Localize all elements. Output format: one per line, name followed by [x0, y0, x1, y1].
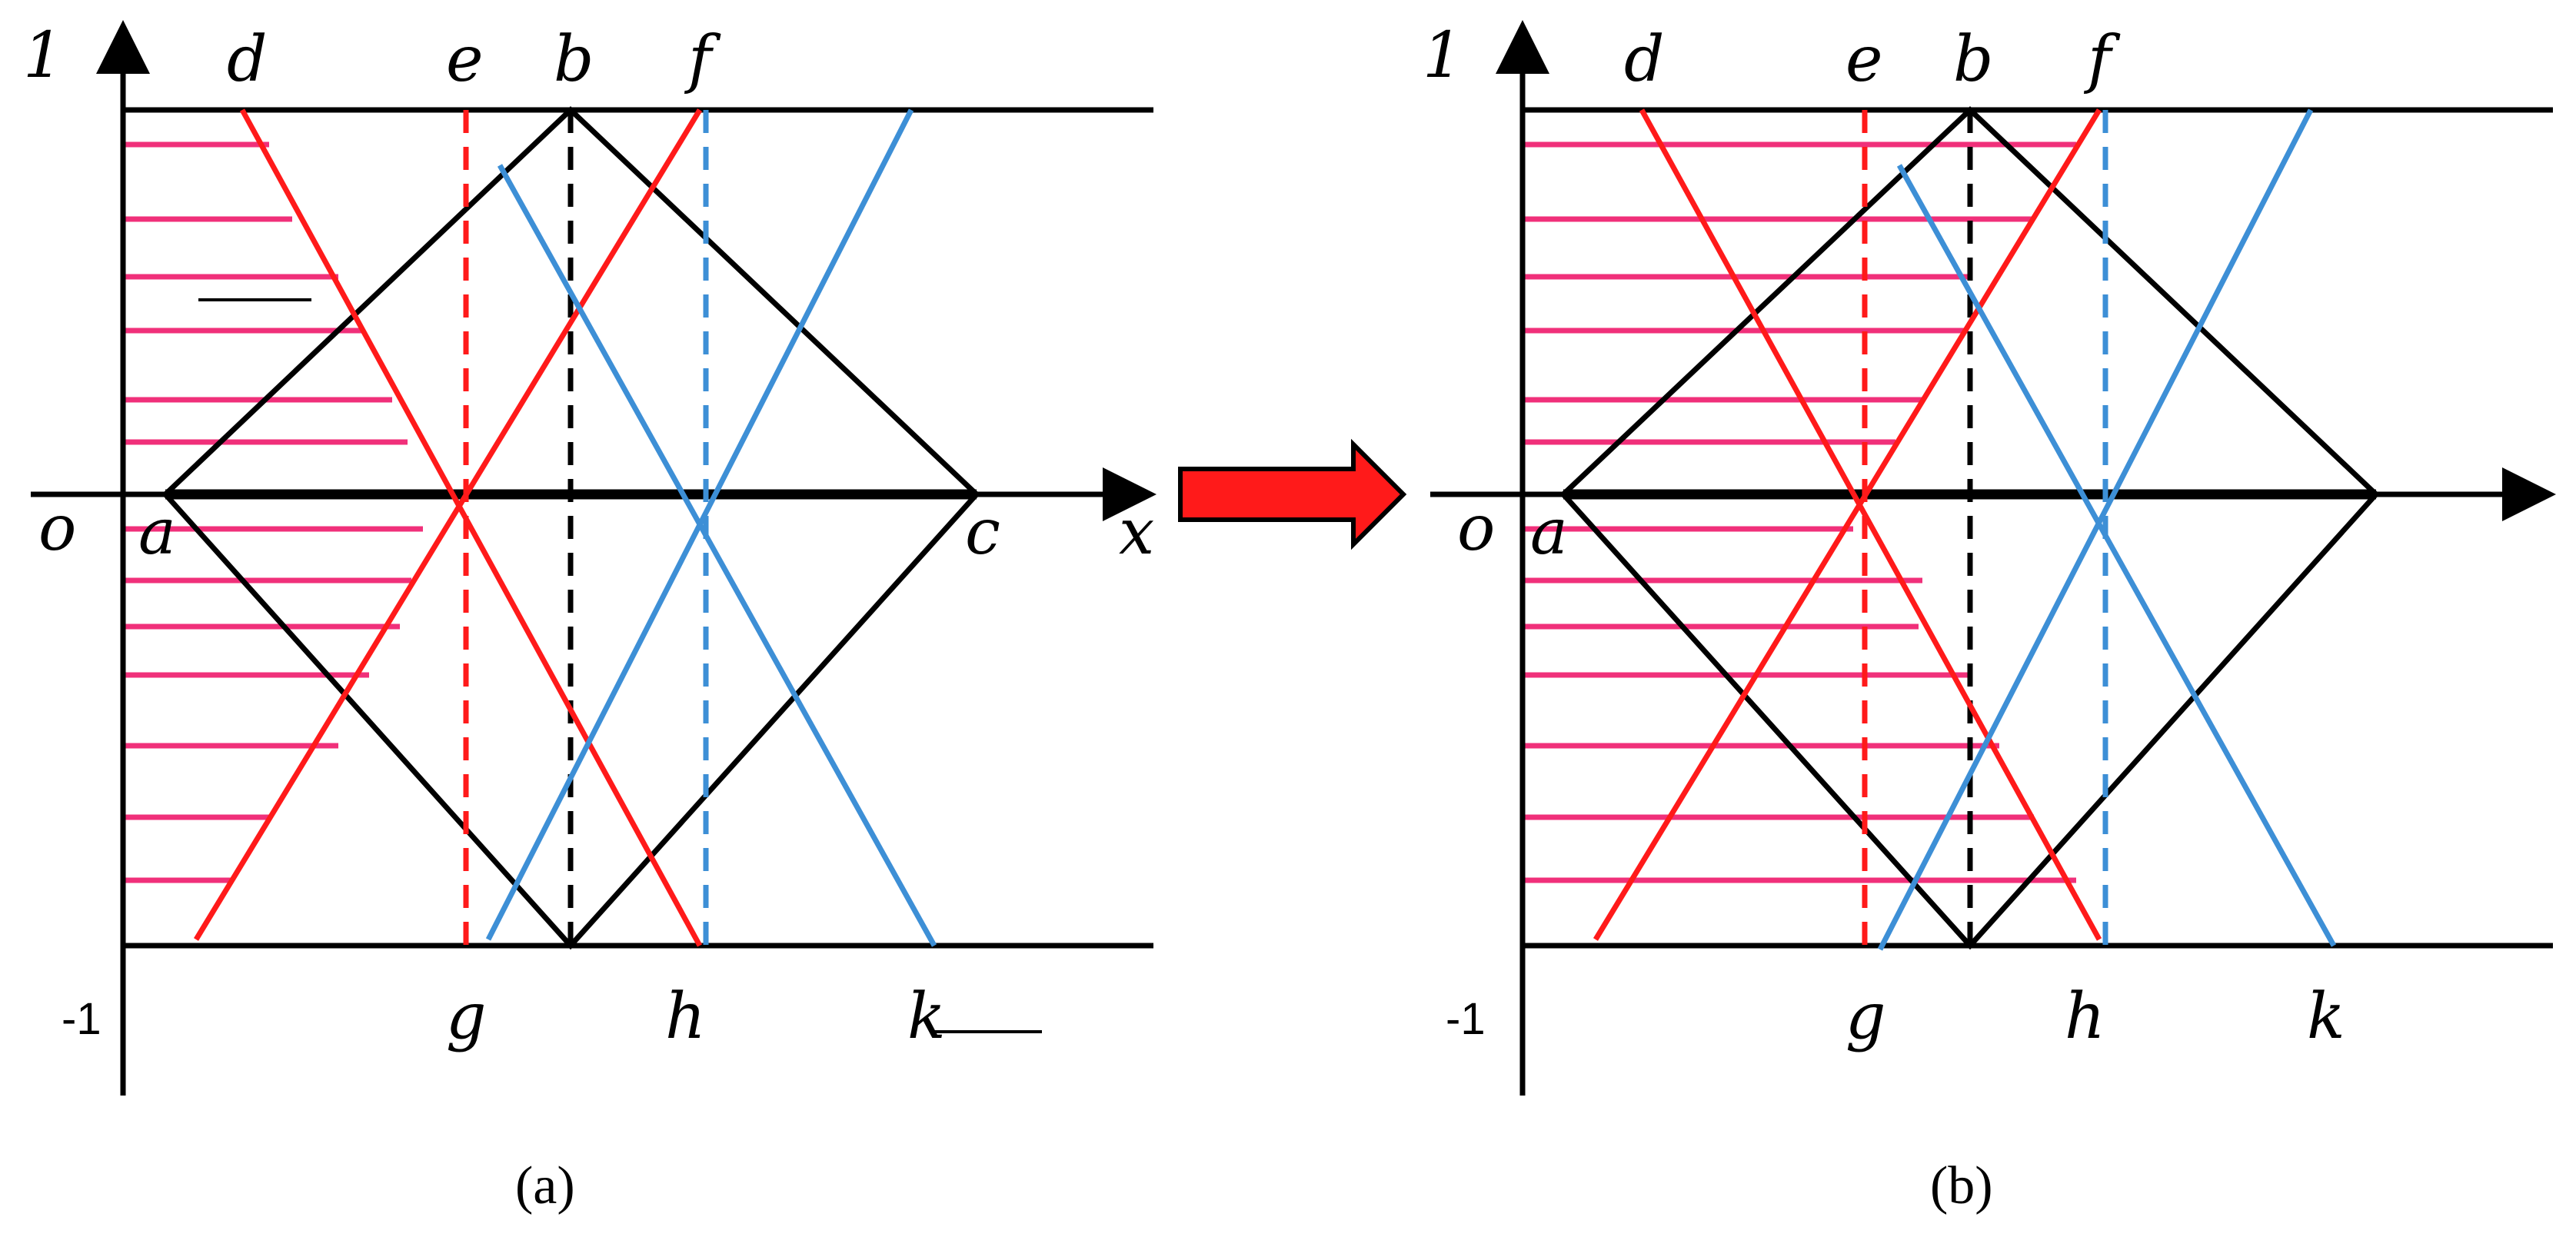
panel-b-hatch-lines — [1523, 141, 2076, 883]
panel-b-y-tick-top: 1 — [1423, 19, 1463, 92]
panel-b-label-f: f — [2083, 23, 2121, 96]
panel-a-label-f: f — [684, 23, 721, 96]
panel-b-origin-label: o — [1457, 492, 1495, 565]
panel-b: 1 -1 o d e b f g h k a (b) — [1423, 19, 2556, 1215]
panel-b-label-b: b — [1953, 23, 1994, 96]
panel-a-blue-line-1 — [497, 164, 937, 947]
panel-a-label-c: c — [965, 496, 1000, 569]
panel-a-y-tick-top: 1 — [23, 19, 63, 92]
panel-b-caption: (b) — [1930, 1156, 1993, 1215]
panel-a-label-k: k — [907, 980, 946, 1053]
panel-b-label-a: a — [1530, 496, 1568, 569]
panel-a-label-b: b — [554, 23, 594, 96]
panel-a-label-g: g — [446, 980, 487, 1053]
panel-a-diamond — [161, 106, 980, 950]
panel-b-y-tick-bottom: -1 — [1446, 994, 1486, 1044]
panel-a-red-line-f — [194, 108, 702, 941]
panel-b-blue-line-2 — [1877, 108, 2314, 951]
panel-a-origin-label: o — [38, 492, 76, 565]
panel-a-label-d: d — [227, 23, 268, 96]
panel-a: 1 -1 o d e b f g h k a c x (a) — [23, 19, 1157, 1215]
panel-a-label-a: a — [138, 496, 176, 569]
right-arrow-icon — [1178, 438, 1407, 550]
panel-b-label-g: g — [1845, 980, 1886, 1053]
panel-b-red-line-f — [1593, 108, 2102, 941]
panel-b-blue-line-1 — [1896, 164, 2337, 947]
panel-a-label-h: h — [665, 980, 706, 1053]
panel-a-red-line-d — [239, 108, 703, 947]
panel-b-label-d: d — [1624, 23, 1665, 96]
panel-b-diamond — [1559, 106, 2380, 950]
panel-b-red-line-d — [1639, 108, 2102, 941]
panel-a-label-x: x — [1119, 496, 1154, 569]
panel-a-label-e: e — [446, 23, 484, 96]
panel-b-label-h: h — [2065, 980, 2105, 1053]
panel-b-label-k: k — [2307, 980, 2345, 1053]
panel-b-label-e: e — [1845, 23, 1883, 96]
panel-a-y-tick-bottom: -1 — [62, 994, 102, 1044]
panel-a-blue-line-2 — [485, 108, 914, 941]
panel-a-caption: (a) — [515, 1156, 575, 1215]
